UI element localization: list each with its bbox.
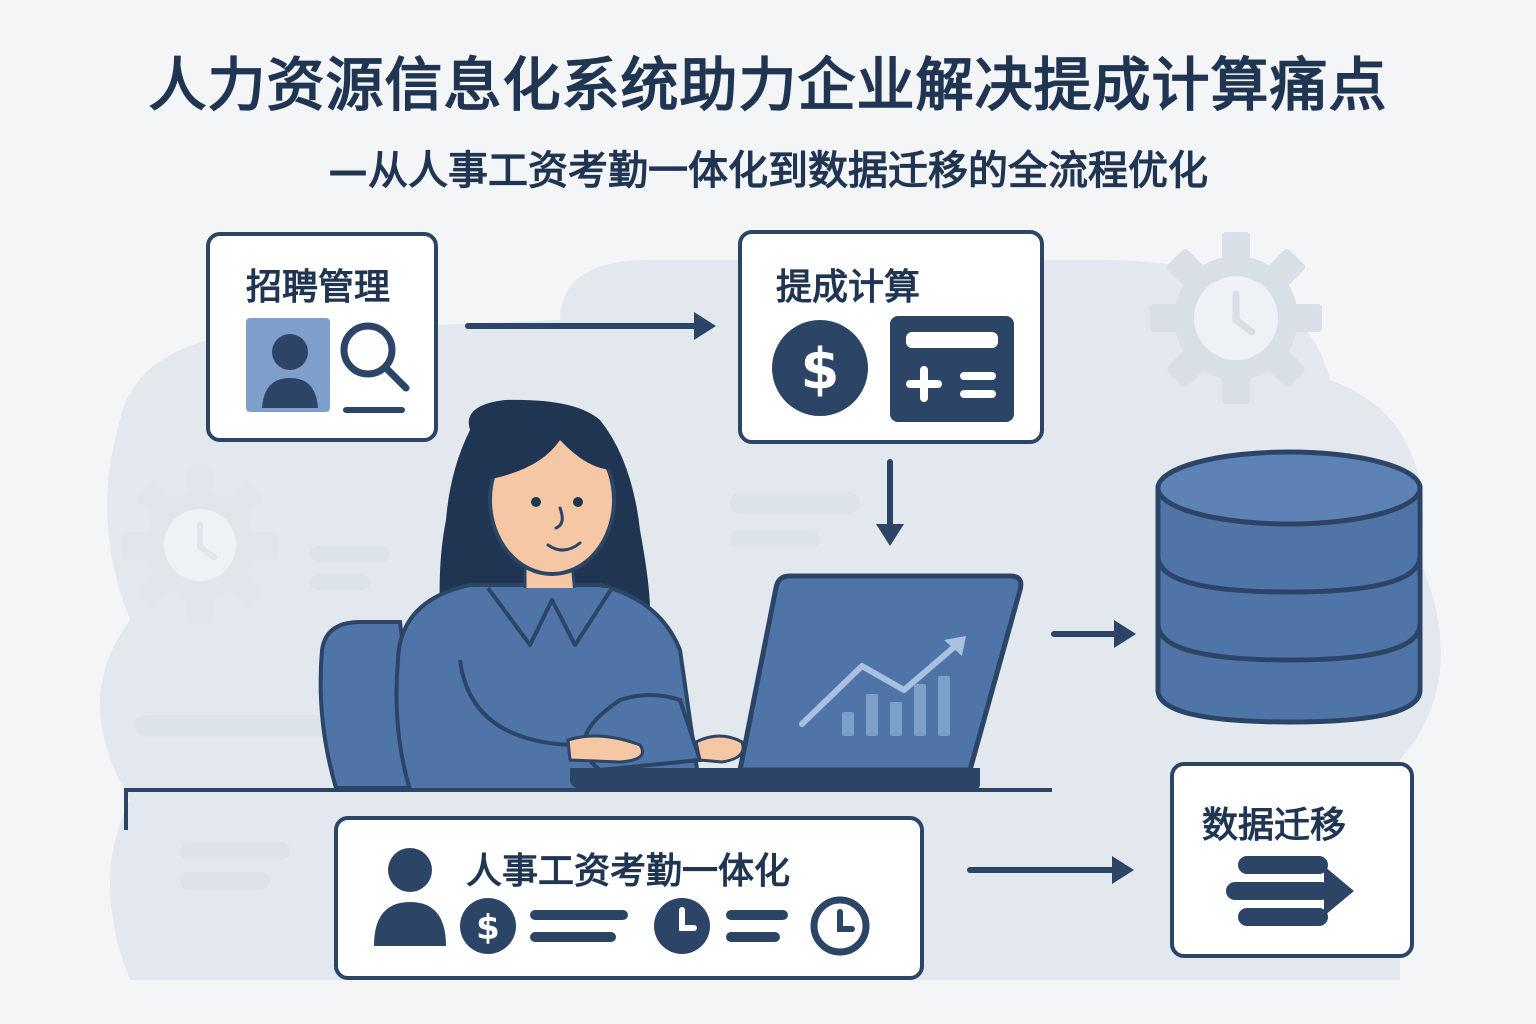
person-icon: [246, 318, 330, 412]
gear-icon: [1150, 232, 1322, 404]
clock-icon: [654, 898, 710, 954]
integration-card: 人事工资考勤一体化 $: [334, 816, 924, 980]
migration-card: 数据迁移: [1170, 762, 1414, 958]
page-title: 人力资源信息化系统助力企业解决提成计算痛点: [148, 51, 1388, 119]
arrow-head: [1112, 856, 1134, 884]
dollar-icon: $: [460, 898, 516, 954]
commission-label: 提成计算: [776, 267, 921, 308]
clock-icon: [810, 896, 870, 956]
calculator-icon: [890, 316, 1014, 422]
laptop-chart-icon: [570, 573, 1024, 790]
person-illustration: [394, 399, 745, 792]
integration-label: 人事工资考勤一体化: [466, 851, 791, 892]
arrow-head: [876, 524, 904, 546]
database-icon: [1155, 449, 1423, 725]
recruitment-label: 招聘管理: [246, 267, 391, 308]
page-subtitle: —从人事工资考勤一体化到数据迁移的全流程优化: [328, 148, 1208, 194]
person-icon: [374, 848, 446, 946]
recruitment-icons: [246, 318, 410, 413]
gear-icon: [122, 467, 278, 623]
decorative-lines: [135, 492, 860, 890]
magnifier-icon: [340, 322, 410, 413]
arrow-head: [694, 312, 716, 340]
commission-icons: $: [772, 316, 1014, 422]
arrow-head: [1114, 620, 1136, 648]
integration-icons: $: [374, 848, 870, 956]
chair: [318, 620, 423, 790]
dollar-icon: $: [772, 320, 868, 416]
flow-arrows: [465, 312, 1136, 884]
svg-text:$: $: [801, 337, 840, 402]
recruitment-card: 招聘管理: [206, 232, 438, 442]
migration-icons: [1226, 856, 1354, 926]
migration-icon: [1226, 856, 1354, 926]
commission-card: 提成计算 $: [738, 230, 1044, 444]
migration-label: 数据迁移: [1202, 805, 1347, 846]
svg-text:$: $: [476, 908, 500, 948]
